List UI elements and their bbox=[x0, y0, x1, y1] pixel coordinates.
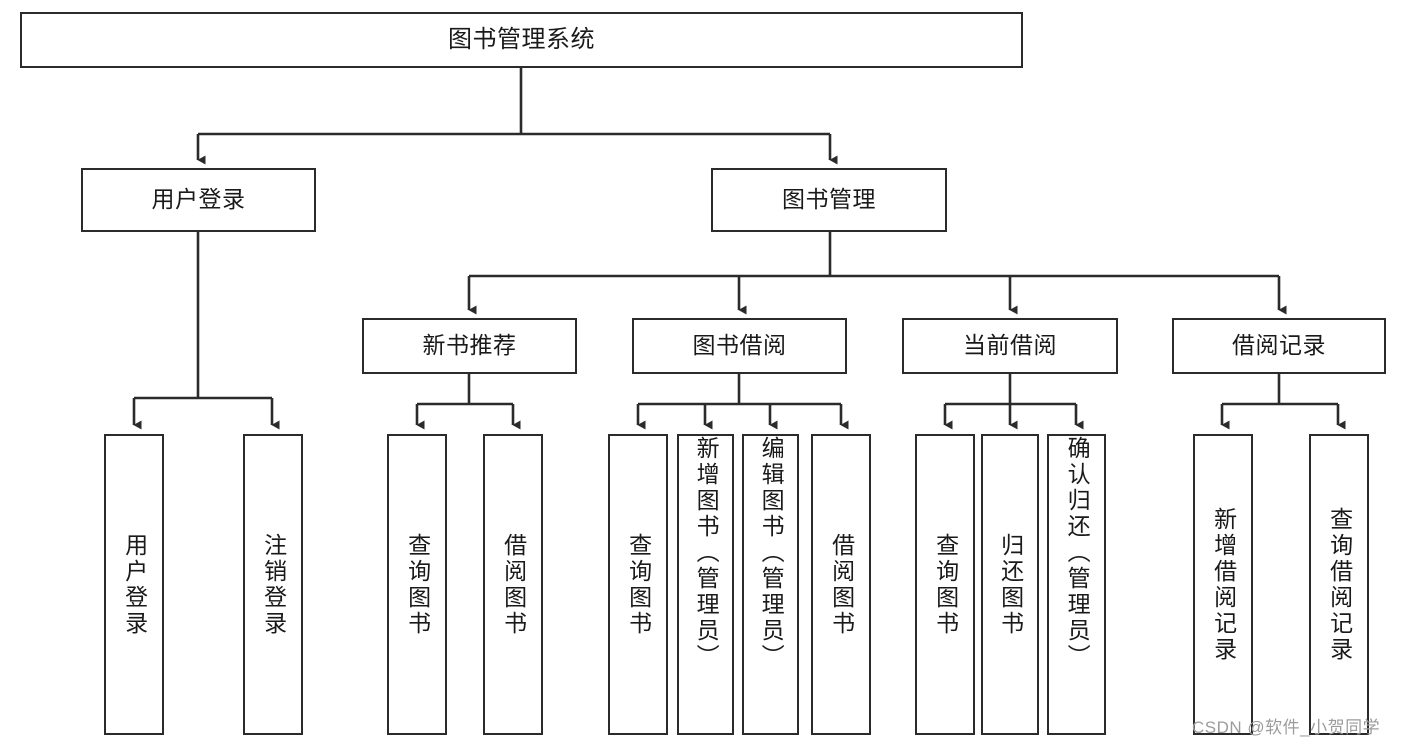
node-label: 借阅记录 bbox=[1232, 332, 1326, 359]
node-book-borrow[interactable]: 图书借阅 bbox=[632, 318, 847, 374]
node-new-book-recommend[interactable]: 新书推荐 bbox=[362, 318, 577, 374]
leaf-query-book-recommend[interactable]: 查询图书 bbox=[387, 434, 447, 735]
node-book-management[interactable]: 图书管理 bbox=[711, 168, 947, 232]
node-label: 图书管理 bbox=[782, 186, 876, 213]
node-label: 图书借阅 bbox=[692, 332, 787, 359]
node-label: 新书推荐 bbox=[422, 332, 517, 359]
node-label: 注销登录 bbox=[260, 532, 287, 637]
leaf-add-book-admin[interactable]: 新增图书（管理员） bbox=[677, 434, 734, 735]
node-label: 借阅图书 bbox=[828, 532, 855, 637]
node-label: 查询借阅记录 bbox=[1326, 506, 1353, 663]
node-user-login[interactable]: 用户登录 bbox=[81, 168, 316, 232]
node-label: 编辑图书（管理员） bbox=[758, 436, 785, 670]
leaf-borrow-book[interactable]: 借阅图书 bbox=[811, 434, 871, 735]
node-current-borrow[interactable]: 当前借阅 bbox=[902, 318, 1118, 374]
node-root-book-management-system[interactable]: 图书管理系统 bbox=[20, 12, 1023, 68]
leaf-add-borrow-record[interactable]: 新增借阅记录 bbox=[1193, 434, 1253, 735]
leaf-user-login[interactable]: 用户登录 bbox=[104, 434, 164, 735]
leaf-confirm-return-admin[interactable]: 确认归还（管理员） bbox=[1047, 434, 1106, 735]
node-label: 新增图书（管理员） bbox=[693, 436, 720, 670]
csdn-watermark: CSDN @软件_小贺同学 bbox=[1192, 718, 1381, 737]
node-label: 确认归还（管理员） bbox=[1064, 436, 1091, 670]
node-label: 借阅图书 bbox=[500, 532, 527, 637]
leaf-query-book-borrow[interactable]: 查询图书 bbox=[608, 434, 668, 735]
leaf-query-book-current[interactable]: 查询图书 bbox=[915, 434, 975, 735]
leaf-query-borrow-record[interactable]: 查询借阅记录 bbox=[1309, 434, 1369, 735]
node-label: 新增借阅记录 bbox=[1210, 506, 1237, 663]
node-label: 归还图书 bbox=[997, 532, 1024, 637]
node-label: 用户登录 bbox=[121, 532, 148, 637]
node-label: 用户登录 bbox=[151, 186, 246, 213]
node-label: 图书管理系统 bbox=[448, 25, 595, 53]
leaf-edit-book-admin[interactable]: 编辑图书（管理员） bbox=[742, 434, 799, 735]
leaf-borrow-book-recommend[interactable]: 借阅图书 bbox=[483, 434, 543, 735]
node-borrow-record[interactable]: 借阅记录 bbox=[1172, 318, 1386, 374]
node-label: 查询图书 bbox=[625, 532, 652, 637]
leaf-logout-login[interactable]: 注销登录 bbox=[243, 434, 303, 735]
node-label: 查询图书 bbox=[404, 532, 431, 637]
leaf-return-book[interactable]: 归还图书 bbox=[981, 434, 1039, 735]
node-label: 查询图书 bbox=[932, 532, 959, 637]
node-label: 当前借阅 bbox=[963, 332, 1057, 359]
